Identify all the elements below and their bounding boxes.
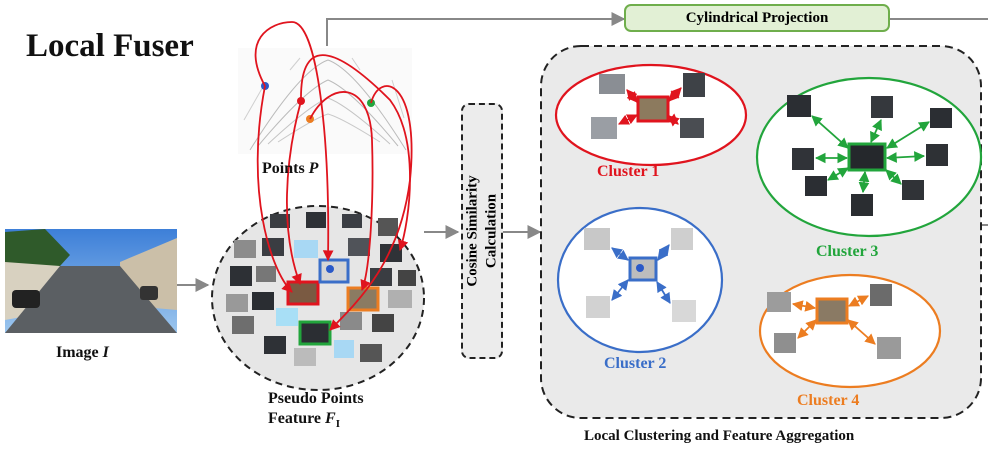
correspondence-arcs bbox=[254, 21, 413, 331]
cluster-1-label: Cluster 1 bbox=[597, 163, 660, 180]
cosine-line2: Calculation bbox=[483, 193, 499, 269]
image-symbol: I bbox=[102, 344, 109, 361]
cluster-3-label: Cluster 3 bbox=[816, 243, 879, 260]
highlight-patch-blue bbox=[318, 258, 350, 284]
highlight-dot-blue bbox=[326, 265, 334, 273]
points-label: Points P bbox=[262, 160, 318, 178]
pseudo-points-label-line1: Pseudo Points bbox=[268, 390, 364, 407]
image-label: Image I bbox=[56, 344, 109, 362]
aggregation-label: Local Clustering and Feature Aggregation bbox=[584, 428, 855, 444]
cluster-4-label: Cluster 4 bbox=[797, 392, 860, 409]
projection-connector bbox=[326, 12, 988, 46]
highlight-patch-red bbox=[286, 280, 320, 306]
cosine-line1: Cosine Similarity bbox=[464, 175, 481, 287]
pseudo-symbol: F bbox=[325, 410, 336, 427]
pseudo-points-label-line2: Feature FI bbox=[268, 410, 340, 430]
page-title: Local Fuser bbox=[26, 28, 194, 64]
points-label-text: Points bbox=[262, 160, 309, 177]
image-label-text: Image bbox=[56, 344, 103, 361]
cylindrical-projection-label: Cylindrical Projection bbox=[685, 9, 829, 26]
cluster-2-label: Cluster 2 bbox=[604, 355, 667, 372]
cluster-3 bbox=[755, 76, 983, 238]
street-image bbox=[5, 229, 177, 333]
cluster-1 bbox=[554, 63, 748, 167]
pseudo-subscript: I bbox=[335, 418, 340, 431]
pseudo-feature-text: Feature bbox=[268, 410, 326, 427]
points-symbol: P bbox=[308, 160, 319, 177]
cluster-4 bbox=[758, 273, 942, 389]
highlight-patch-green bbox=[298, 320, 332, 346]
cylindrical-projection-box: Cylindrical Projection bbox=[624, 4, 890, 32]
cluster-2 bbox=[556, 206, 724, 354]
